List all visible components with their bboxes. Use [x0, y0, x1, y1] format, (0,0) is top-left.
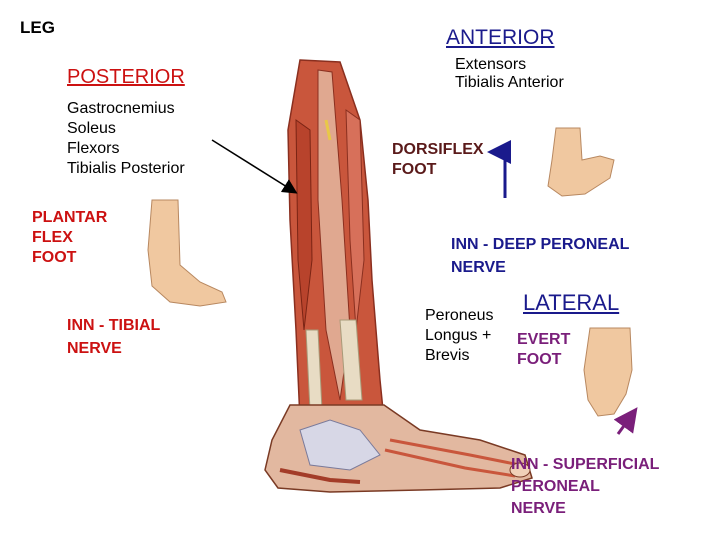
lateral-muscle: Longus + — [425, 327, 492, 344]
evert-foot-illustration — [583, 327, 633, 417]
leg-muscle-drawing — [287, 59, 385, 421]
anterior-muscle: Tibialis Anterior — [455, 74, 564, 92]
deep-peroneal-nerve-label: INN - DEEP PERONEAL NERVE — [451, 233, 629, 279]
dorsiflex-foot-illustration — [547, 127, 615, 197]
posterior-heading: POSTERIOR — [67, 66, 185, 88]
action-line: FOOT — [517, 351, 562, 368]
nerve-line: INN - DEEP PERONEAL — [451, 236, 630, 253]
lateral-heading: LATERAL — [523, 290, 620, 315]
evert-action-label: EVERT FOOT — [517, 330, 570, 370]
posterior-pointer-arrow — [211, 139, 298, 194]
evert-arrow — [613, 407, 638, 435]
dorsiflex-action-label: DORSIFLEX FOOT — [392, 140, 484, 180]
plantar-flex-action-label: PLANTAR FLEX FOOT — [32, 208, 107, 268]
lateral-muscle-list: Peroneus Longus + Brevis — [425, 306, 494, 366]
foot-drawing — [264, 404, 533, 493]
anterior-muscle: Extensors — [455, 56, 527, 73]
posterior-muscle: Tibialis Posterior — [67, 160, 185, 177]
anterior-heading: ANTERIOR — [446, 26, 555, 49]
tibial-nerve-label: INN - TIBIAL NERVE — [67, 314, 160, 360]
lateral-muscle: Brevis — [425, 347, 470, 364]
posterior-muscle: Gastrocnemius — [67, 100, 175, 117]
nerve-line: INN - TIBIAL — [67, 317, 161, 334]
posterior-muscle: Soleus — [67, 120, 116, 137]
nerve-line: PERONEAL — [511, 478, 600, 495]
leg-title: LEG — [20, 18, 55, 37]
nerve-line: INN - SUPERFICIAL — [511, 456, 660, 473]
superficial-peroneal-nerve-label: INN - SUPERFICIAL PERONEAL NERVE — [511, 454, 659, 520]
action-line: EVERT — [517, 331, 571, 348]
action-line: FOOT — [392, 161, 437, 178]
plantar-foot-illustration — [147, 199, 227, 307]
action-line: PLANTAR — [32, 209, 108, 226]
posterior-muscle-list: Gastrocnemius Soleus Flexors Tibialis Po… — [67, 99, 185, 179]
nerve-line: NERVE — [511, 500, 566, 517]
nerve-line: NERVE — [451, 259, 506, 276]
anterior-muscle-list: Extensors Tibialis Anterior — [455, 56, 564, 93]
action-line: DORSIFLEX — [392, 141, 484, 158]
posterior-muscle: Flexors — [67, 140, 120, 157]
nerve-line: NERVE — [67, 340, 122, 357]
lateral-muscle: Peroneus — [425, 307, 494, 324]
action-line: FLEX — [32, 229, 73, 246]
action-line: FOOT — [32, 249, 77, 266]
